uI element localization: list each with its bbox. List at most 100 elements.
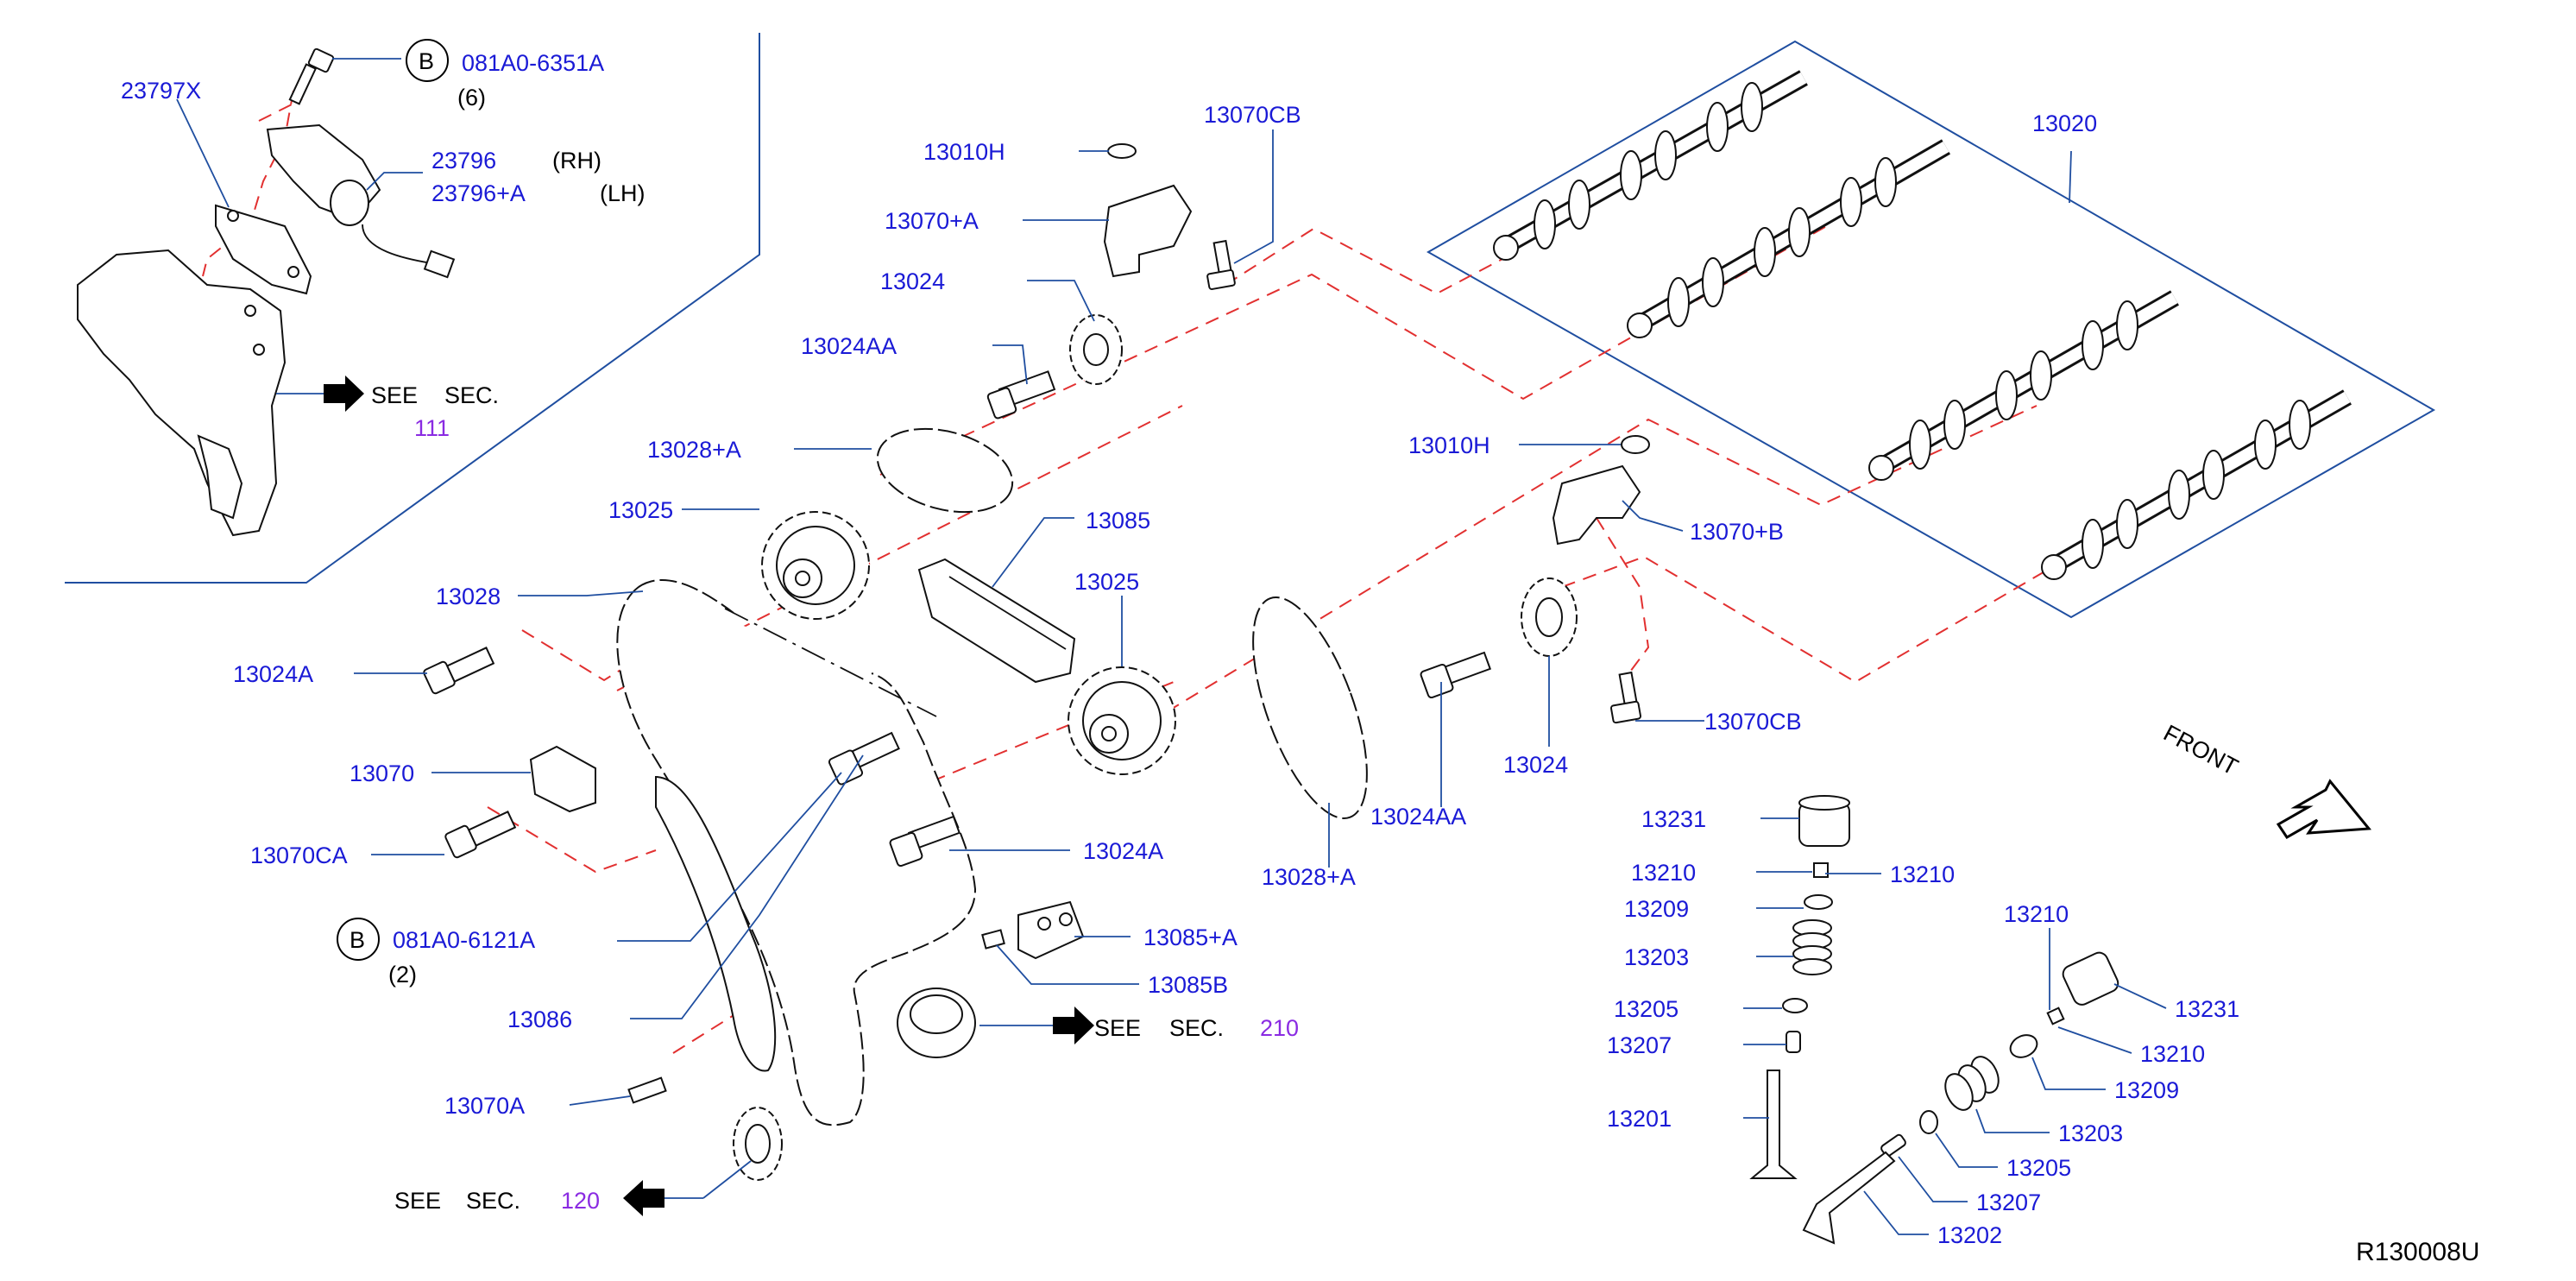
camshafts-part xyxy=(1493,70,2352,580)
valve-assembly-left-part xyxy=(1749,795,1850,1179)
label-qty-2: (2) xyxy=(388,962,417,988)
vtc-solenoid-top-part xyxy=(1103,143,1236,290)
bolt-13070A-part xyxy=(627,1076,667,1104)
label-sec-3: SEC. xyxy=(466,1188,520,1214)
label-13205-left: 13205 xyxy=(1614,996,1678,1022)
label-13020: 13020 xyxy=(2032,110,2097,136)
leader-lines xyxy=(176,58,2167,1235)
bolt-13024AA-right-part xyxy=(1420,651,1492,699)
label-13203-left: 13203 xyxy=(1624,944,1689,970)
label-13028: 13028 xyxy=(436,584,501,609)
cam-position-sensor-part xyxy=(266,123,456,279)
chain-tensioner-13070-part xyxy=(444,745,596,859)
label-13070CB-right: 13070CB xyxy=(1704,709,1802,735)
label-13203-right: 13203 xyxy=(2058,1120,2123,1146)
label-13024A-left: 13024A xyxy=(233,661,313,687)
bolt-13070CB-right-part xyxy=(1609,671,1642,724)
tensioner-sec210-part xyxy=(897,988,976,1058)
label-13207-right: 13207 xyxy=(1976,1190,2041,1215)
sensor-bracket-part xyxy=(215,204,312,295)
front-cover-part xyxy=(77,249,287,537)
label-see-3: SEE xyxy=(394,1188,441,1214)
label-13205-right: 13205 xyxy=(2006,1155,2071,1181)
label-23796: 23796 xyxy=(431,148,496,174)
label-13085: 13085 xyxy=(1086,508,1150,533)
front-direction-arrow xyxy=(2276,779,2371,839)
label-081A0-6351A: 081A0-6351A xyxy=(462,50,604,76)
chain-guide-13085-part xyxy=(917,558,1076,684)
bolt-13085B-part xyxy=(981,929,1005,950)
label-13085B: 13085B xyxy=(1148,972,1228,998)
sensor-bolt-part xyxy=(288,47,335,105)
label-13231-left: 13231 xyxy=(1641,806,1706,832)
label-front: FRONT xyxy=(2159,720,2242,780)
label-13210-right-top: 13210 xyxy=(2004,901,2069,927)
cam-sprocket-top-part xyxy=(986,314,1123,420)
see-sec-120-arrow xyxy=(623,1180,664,1216)
valve-assembly-right-part xyxy=(1802,951,2119,1245)
label-13024-right: 13024 xyxy=(1503,752,1568,778)
diagram-id: R130008U xyxy=(2356,1238,2479,1266)
b-marker-circle-2 xyxy=(337,918,380,961)
label-13010H-top: 13010H xyxy=(923,139,1005,165)
label-23797X: 23797X xyxy=(121,78,201,104)
label-13202: 13202 xyxy=(1937,1222,2002,1248)
label-13201: 13201 xyxy=(1607,1106,1672,1132)
slack-guide-13086-part xyxy=(655,775,777,1072)
vtc-solenoid-right-part xyxy=(1552,435,1650,546)
label-081A0-6121A: 081A0-6121A xyxy=(393,927,535,953)
label-see-2: SEE xyxy=(1094,1015,1141,1041)
label-sec-210: 210 xyxy=(1260,1015,1299,1041)
label-sec-120: 120 xyxy=(561,1188,600,1214)
secondary-chain-top-part xyxy=(876,427,1014,514)
bolt-13024A-left-part xyxy=(423,647,495,695)
label-13207-left: 13207 xyxy=(1607,1032,1672,1058)
label-13070CB-top: 13070CB xyxy=(1204,102,1301,128)
secondary-chain-right-part xyxy=(1252,596,1368,820)
label-13070A-top: 13070+A xyxy=(885,208,979,234)
label-13209-left: 13209 xyxy=(1624,896,1689,922)
label-see-1: SEE xyxy=(371,382,418,408)
label-13024A-mid: 13024A xyxy=(1083,838,1163,864)
label-13028A-top: 13028+A xyxy=(647,437,741,463)
crank-sprocket-part xyxy=(733,1107,783,1181)
b-marker-1: B xyxy=(419,48,434,74)
label-rh: (RH) xyxy=(552,148,601,174)
label-13024AA-right: 13024AA xyxy=(1370,804,1466,830)
label-13070B: 13070+B xyxy=(1690,519,1784,545)
label-13070: 13070 xyxy=(350,760,414,786)
label-13231-right: 13231 xyxy=(2175,996,2239,1022)
label-13024-top: 13024 xyxy=(880,268,945,294)
chain-guide-13085A-part xyxy=(1017,900,1085,960)
label-13210-right: 13210 xyxy=(2140,1041,2205,1067)
label-qty-6: (6) xyxy=(457,85,486,110)
bolt-13024A-mid-part xyxy=(889,815,961,868)
label-13086: 13086 xyxy=(507,1006,572,1032)
label-lh: (LH) xyxy=(600,180,646,206)
label-sec-2: SEC. xyxy=(1169,1015,1224,1041)
b-marker-circle-1 xyxy=(406,39,449,82)
label-13070CA: 13070CA xyxy=(250,842,348,868)
label-13070A: 13070A xyxy=(444,1093,525,1119)
label-13085A: 13085+A xyxy=(1143,924,1238,950)
see-sec-111-arrow xyxy=(324,375,364,412)
label-23796A: 23796+A xyxy=(431,180,526,206)
label-13025-left: 13025 xyxy=(608,497,673,523)
label-13025-mid: 13025 xyxy=(1074,569,1139,595)
cam-sprocket-right-part xyxy=(1521,577,1578,657)
label-13028A-right: 13028+A xyxy=(1262,864,1356,890)
camshaft-frame xyxy=(1426,40,2436,619)
see-sec-210-arrow xyxy=(1053,1006,1094,1044)
label-sec-111: 111 xyxy=(414,415,450,441)
label-sec-1: SEC. xyxy=(444,382,499,408)
inset-frame xyxy=(65,33,760,584)
cam-sprocket-left-part xyxy=(761,511,870,620)
label-13210-left-b: 13210 xyxy=(1890,861,1955,887)
b-marker-2: B xyxy=(350,927,365,953)
label-13010H-right: 13010H xyxy=(1408,432,1490,458)
cam-sprocket-mid-part xyxy=(1068,666,1176,775)
label-13210-left: 13210 xyxy=(1631,860,1696,886)
label-13024AA-top: 13024AA xyxy=(801,333,897,359)
